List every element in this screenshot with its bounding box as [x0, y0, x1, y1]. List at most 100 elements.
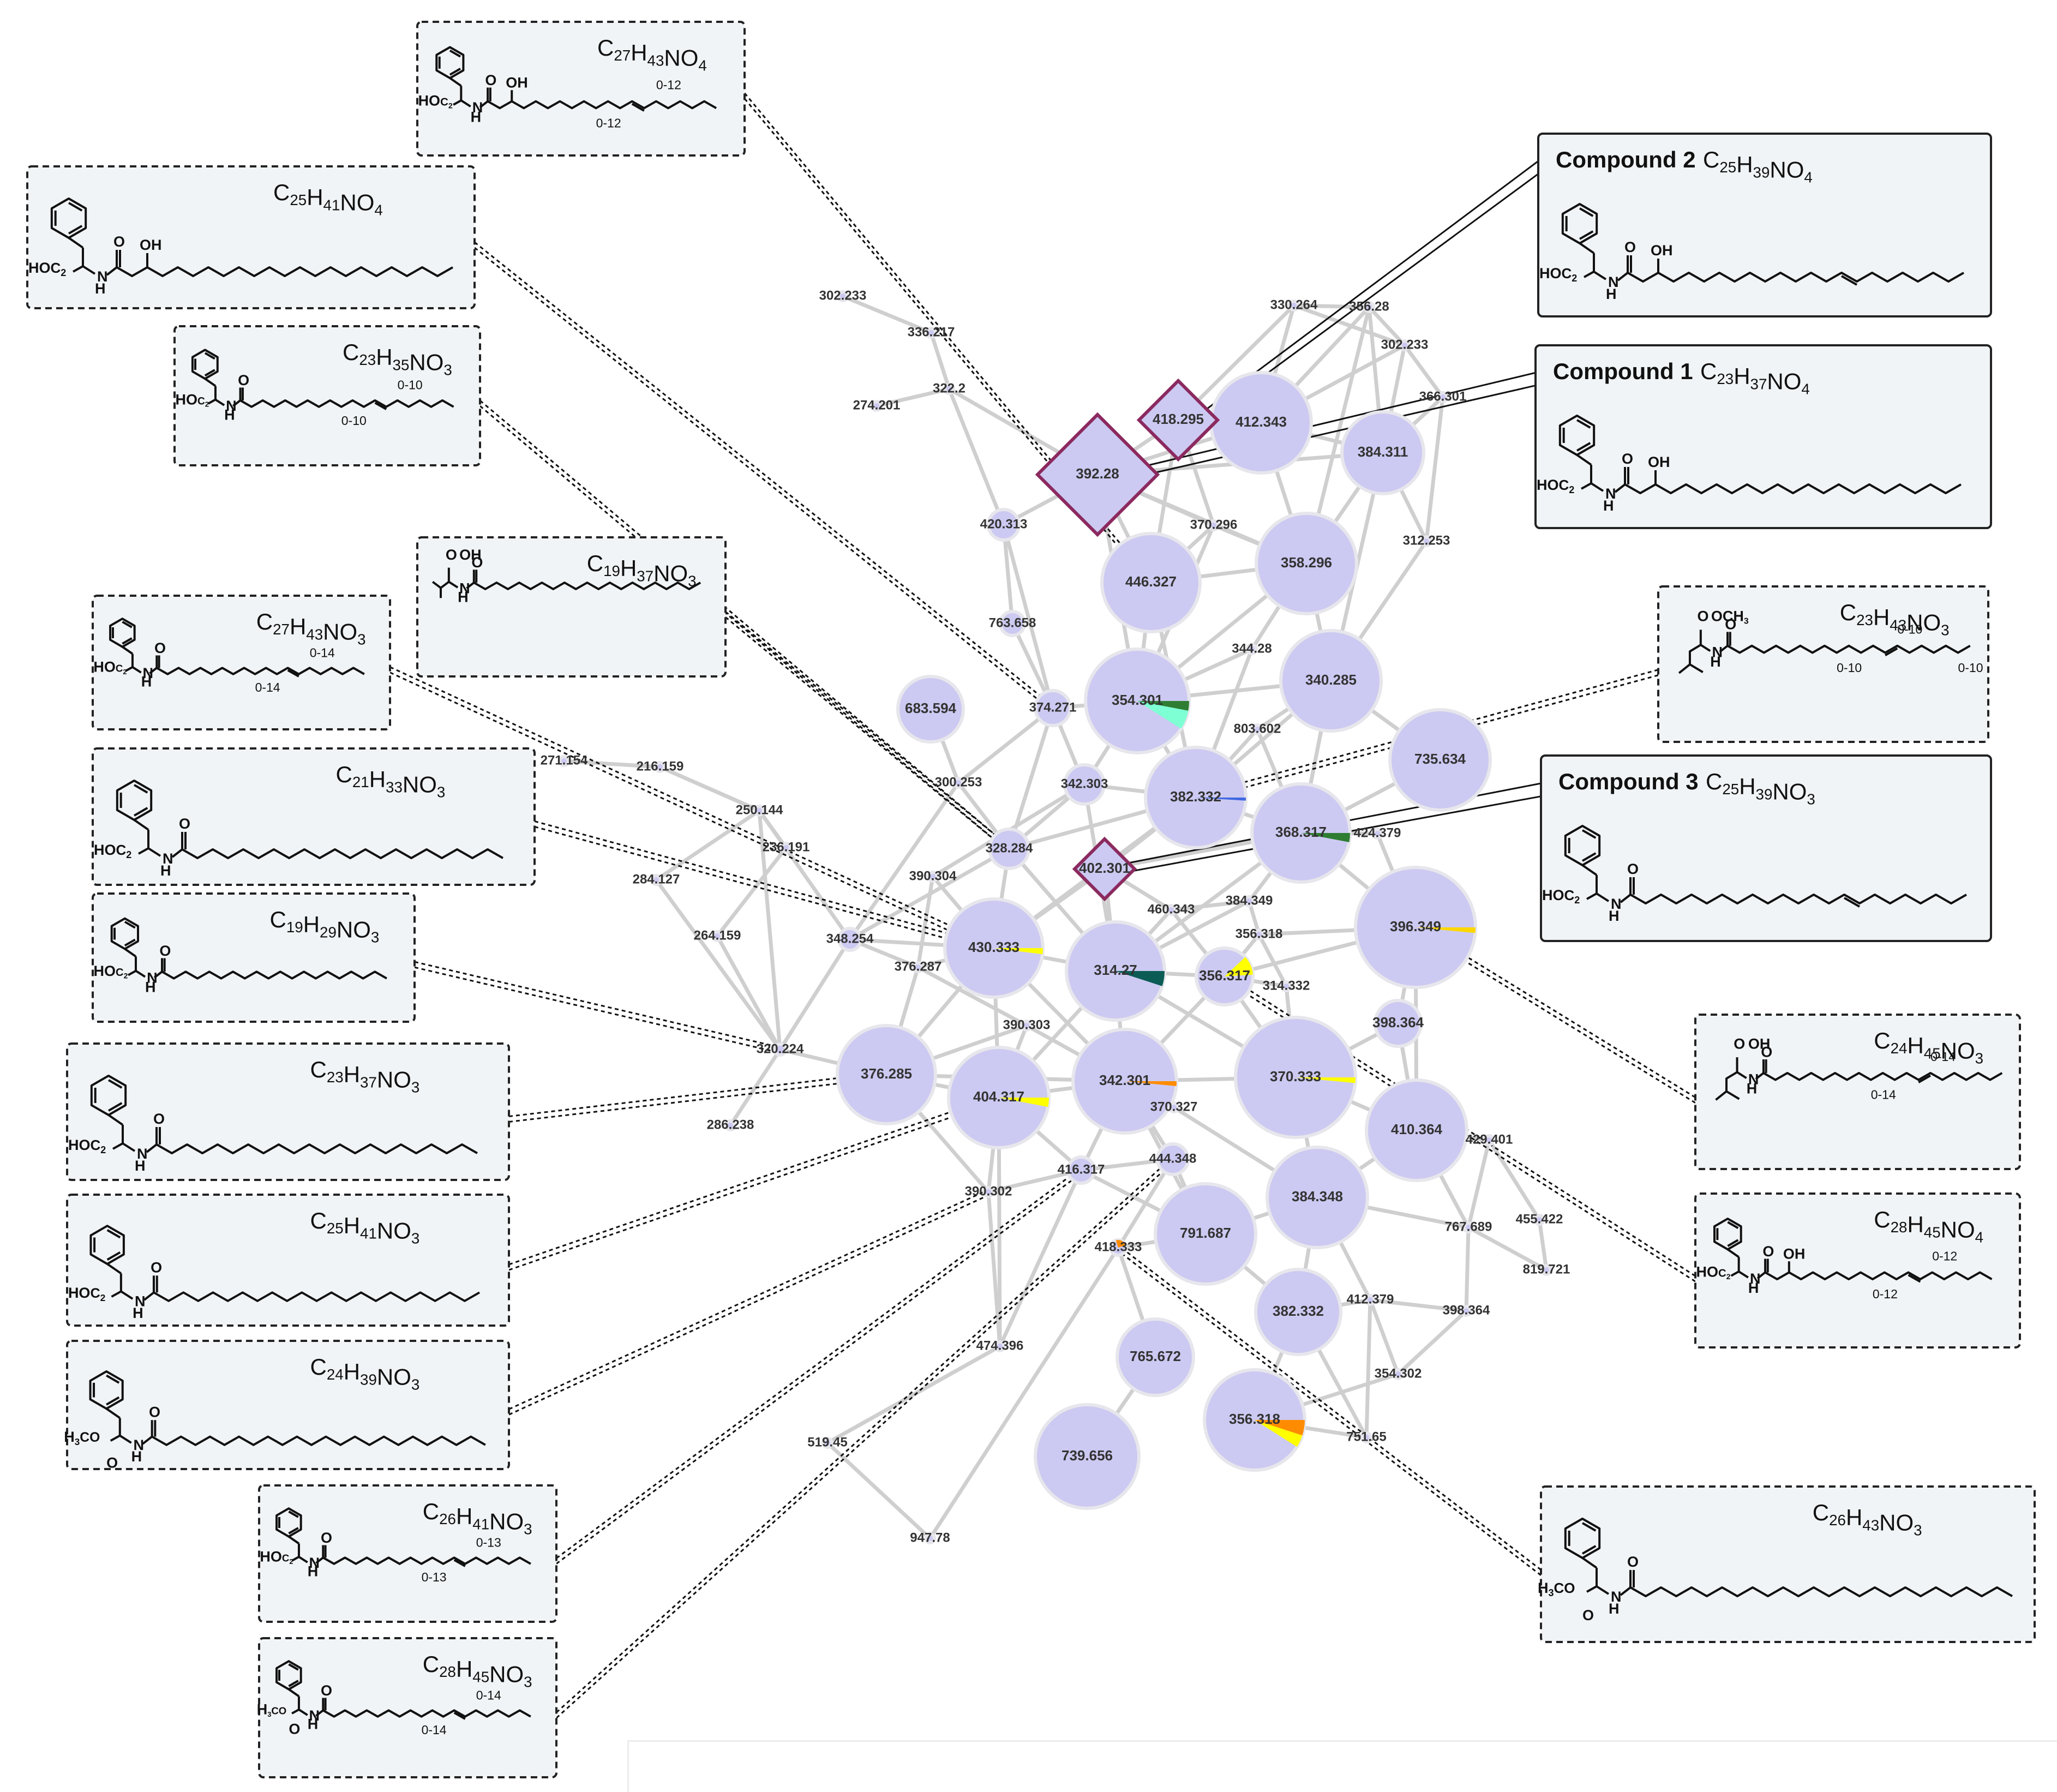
network-node: 328.284: [986, 828, 1033, 870]
atom-label: OH: [1748, 1035, 1771, 1052]
network-edge: [715, 934, 782, 1052]
node-circle: [1100, 532, 1202, 633]
bond: [106, 1263, 122, 1275]
bond: [119, 1434, 132, 1444]
node-circle: [1253, 928, 1265, 940]
network-node: 322.2: [933, 381, 965, 395]
node-label: 368.317: [1275, 824, 1327, 840]
network-node: 376.287: [895, 959, 942, 974]
node-label: 398.364: [1372, 1014, 1424, 1030]
node-circle: [1156, 1142, 1190, 1176]
alkyl-chain: [161, 970, 387, 980]
panel-box: [1540, 754, 1992, 942]
node-circle: [912, 961, 924, 973]
bond: [448, 580, 459, 589]
node-label: 236.191: [763, 840, 810, 854]
node-circle: [1254, 1268, 1342, 1356]
repeat-range-label: 0-10: [1897, 622, 1922, 637]
panel-connector: [556, 1167, 1082, 1559]
node-circle: [1533, 1214, 1545, 1226]
node-circle: [943, 383, 955, 395]
atom-label: H: [160, 862, 171, 879]
node-label: 250.144: [736, 802, 783, 817]
network-node: 271.154: [541, 753, 588, 768]
node-diamond: [1072, 836, 1137, 902]
node-circle: [1208, 519, 1220, 531]
ring-double-bond: [288, 1527, 299, 1535]
bond: [1586, 892, 1597, 900]
network-node: 420.313: [980, 508, 1027, 542]
network-node: 342.301: [1071, 1028, 1178, 1135]
molecular-formula: C23H35NO3: [343, 339, 452, 379]
atom-label: H: [308, 1563, 319, 1580]
node-label: 370.296: [1190, 517, 1238, 532]
atom-label: HOC2: [93, 658, 127, 675]
node-circle: [999, 610, 1026, 637]
network-node: 416.317: [1058, 1155, 1105, 1185]
atom-label: N: [133, 1437, 144, 1453]
panel-connector: [1415, 924, 1696, 1098]
network-node: 314.27: [1065, 920, 1166, 1022]
node-label: 340.285: [1305, 672, 1357, 688]
node-label: 791.687: [1180, 1225, 1231, 1241]
atom-label: O: [1697, 608, 1708, 625]
bond: [315, 1709, 324, 1717]
panel-box: [1537, 133, 1992, 317]
atom-label: O: [1761, 1044, 1772, 1060]
node-label: 398.364: [1443, 1303, 1490, 1317]
atom-label: OH: [1651, 242, 1673, 259]
repeat-range-label: 0-12: [596, 116, 621, 130]
bond: [207, 398, 216, 405]
node-label: 739.656: [1062, 1447, 1113, 1464]
bond: [153, 970, 163, 979]
panel-connector: [389, 666, 994, 947]
node-circle: [988, 828, 1030, 870]
repeat-range-label: 0-10: [1958, 661, 1983, 675]
bond: [1689, 663, 1704, 673]
carboxyl-group: HOC2: [68, 1285, 122, 1303]
node-circle: [654, 761, 666, 773]
network-edge: [1169, 899, 1251, 912]
alkyl-chain: [1627, 272, 1964, 283]
node-label: 382.332: [1273, 1303, 1324, 1319]
molecular-formula: C26H43NO3: [1813, 1500, 1922, 1539]
atom-label: O: [159, 943, 171, 959]
network-node: 370.327: [1150, 1099, 1198, 1114]
alkyl-chain: [1630, 894, 1967, 904]
ring-double-bond: [134, 807, 148, 817]
atom-label: H: [133, 1305, 143, 1321]
node-circle: [837, 290, 849, 302]
atom-label: H: [141, 674, 152, 690]
bond: [124, 948, 137, 958]
network-node: 300.253: [935, 775, 982, 789]
node-label: 314.332: [1263, 978, 1310, 993]
network-node: 446.327: [1100, 532, 1202, 633]
node-circle: [1280, 980, 1292, 992]
network-edge: [956, 706, 1055, 785]
node-diamond: [1035, 412, 1160, 537]
node-label: 767.689: [1445, 1219, 1492, 1234]
node-circle: [1540, 1264, 1552, 1276]
network-node: 340.285: [1279, 629, 1383, 733]
atom-label: O: [238, 372, 249, 388]
repeat-range-label: 0-13: [422, 1570, 447, 1584]
node-label: 416.317: [1058, 1162, 1105, 1177]
bond: [146, 1143, 158, 1153]
network-node: 376.285: [836, 1024, 937, 1125]
network-edge: [947, 387, 1006, 527]
network-node: 396.349: [1354, 866, 1477, 989]
bond: [479, 100, 489, 109]
network-node: 763.658: [989, 610, 1036, 637]
atom-label: H3CO: [64, 1429, 100, 1447]
molecular-formula: C25H39NO4: [1703, 147, 1813, 186]
isobutyl-group: [1715, 1071, 1738, 1101]
node-circle: [1371, 828, 1383, 840]
panel-connector: [555, 1161, 1174, 1719]
